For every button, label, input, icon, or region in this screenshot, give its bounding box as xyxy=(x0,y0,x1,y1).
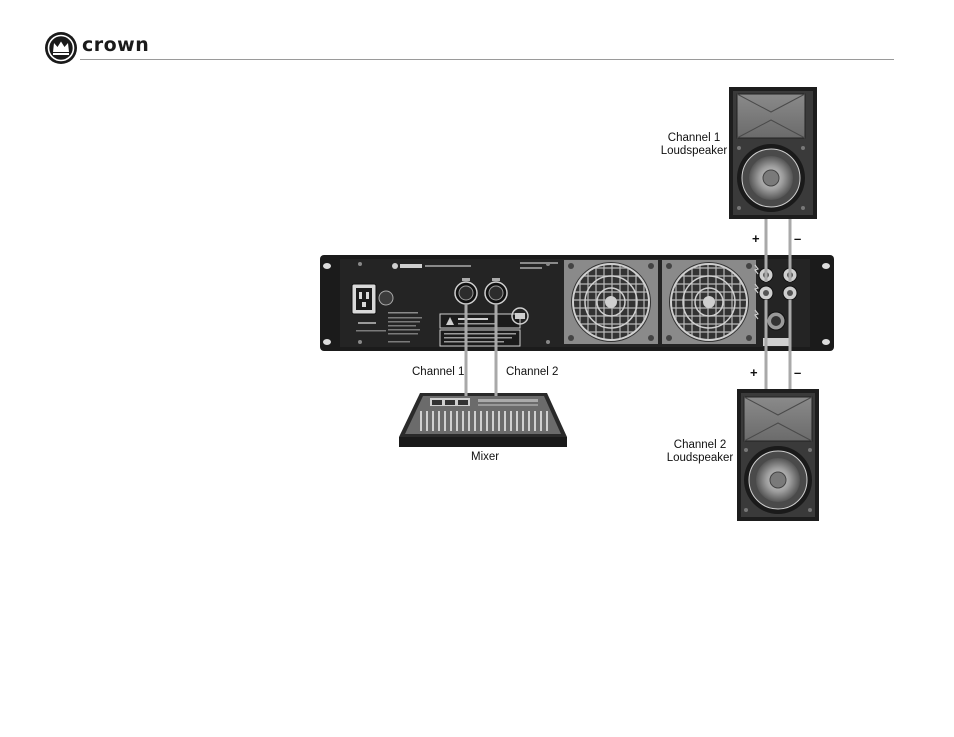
speaker-channel-1-label-line-1: Channel 1 xyxy=(656,132,732,145)
top-plus-sign: + xyxy=(752,231,760,246)
top-minus-sign: – xyxy=(794,231,801,246)
cooling-fan-1 xyxy=(564,260,658,344)
speaker-channel-2-label: Channel 2 Loudspeaker xyxy=(662,439,738,465)
amplifier-rear-panel xyxy=(320,255,834,351)
bottom-plus-sign: + xyxy=(750,365,758,380)
mixer-label: Mixer xyxy=(471,451,499,464)
speaker-channel-2 xyxy=(737,389,819,521)
bottom-minus-sign: – xyxy=(794,365,801,380)
input-channel-1-label: Channel 1 xyxy=(412,366,464,379)
speaker-channel-1-label: Channel 1 Loudspeaker xyxy=(656,132,732,158)
speaker-channel-1 xyxy=(729,87,817,219)
cooling-fan-2 xyxy=(662,260,756,344)
speaker-channel-2-label-line-1: Channel 2 xyxy=(662,439,738,452)
speaker-channel-1-label-line-2: Loudspeaker xyxy=(656,145,732,158)
mixer-console xyxy=(399,393,567,447)
input-channel-2-label: Channel 2 xyxy=(506,366,558,379)
speaker-channel-2-label-line-2: Loudspeaker xyxy=(662,452,738,465)
